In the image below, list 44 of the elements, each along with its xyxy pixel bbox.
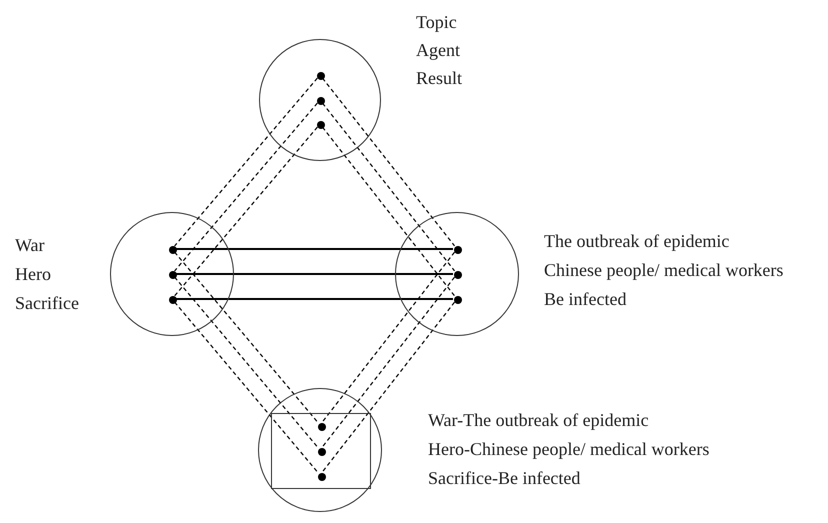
dashed-line [322,126,455,296]
dashed-line [322,102,455,272]
space-circle [110,212,234,336]
dashed-line [174,276,318,448]
connector-line [176,298,453,300]
element-label: The outbreak of epidemic [544,231,730,251]
dashed-line [174,126,318,296]
element-dot [318,423,326,431]
element-label: Hero-Chinese people/ medical workers [428,439,710,459]
space-circle [259,39,381,161]
dashed-line [322,276,456,448]
element-label: War [15,235,45,255]
element-dot [317,121,325,129]
element-label: Topic [416,12,457,32]
element-label: War-The outbreak of epidemic [428,410,649,430]
dashed-line [322,252,456,422]
element-dot [169,246,177,254]
space-circle [395,212,519,336]
element-label: Sacrifice [15,293,79,313]
dashed-line [174,102,318,272]
element-dot [454,296,462,304]
element-label: Chinese people/ medical workers [544,260,784,280]
element-label: Agent [416,40,460,60]
dashed-line [174,78,318,246]
element-dot [454,246,462,254]
element-dot [169,271,177,279]
blend-box [271,413,371,489]
element-label: Result [416,68,462,88]
dashed-line [322,302,456,472]
element-dot [318,473,326,481]
element-dot [317,72,325,80]
element-dot [169,296,177,304]
element-dot [318,448,326,456]
element-label: Sacrifice-Be infected [428,468,580,488]
element-label: Hero [15,264,51,284]
element-dot [317,97,325,105]
dashed-line [174,252,318,422]
connector-line [176,248,453,250]
space-circle [258,388,382,512]
element-dot [454,271,462,279]
dashed-line [174,302,318,472]
element-label: Be infected [544,289,626,309]
dashed-line [322,78,455,246]
connector-line [176,273,453,275]
